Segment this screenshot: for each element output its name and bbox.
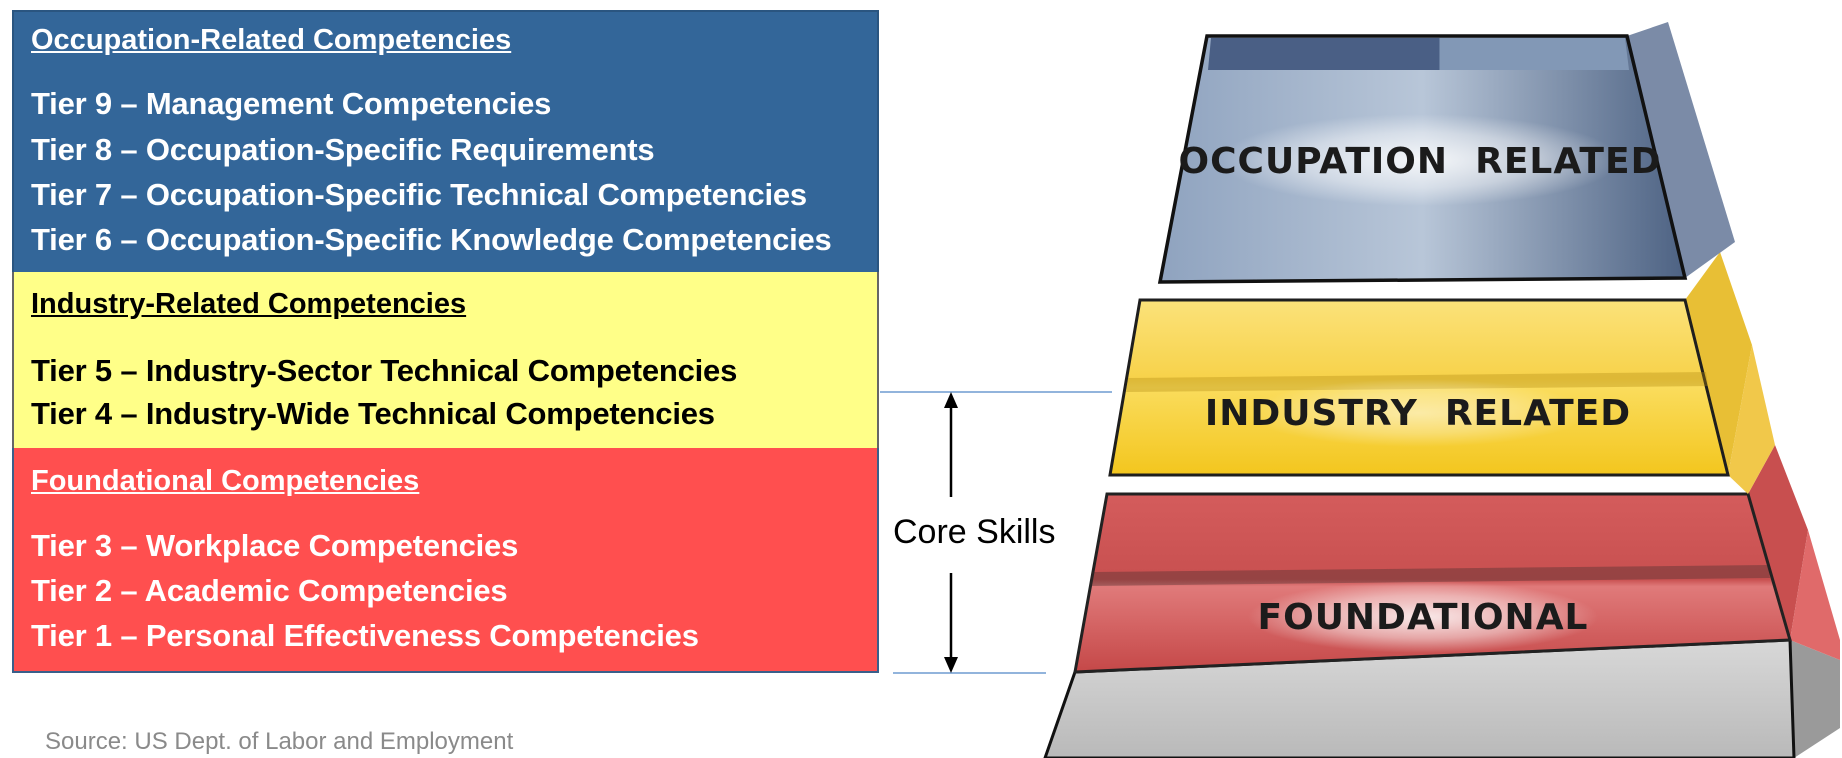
core-skills-label: Core Skills: [893, 513, 1056, 552]
tier-6: Tier 6 – Occupation-Specific Knowledge C…: [31, 222, 832, 257]
tier-8: Tier 8 – Occupation-Specific Requirement…: [31, 132, 655, 167]
tier-5: Tier 5 – Industry-Sector Technical Compe…: [31, 353, 738, 388]
pyramid-label-occupation: OCCUPATION RELATED: [1179, 141, 1662, 182]
tier-3: Tier 3 – Workplace Competencies: [31, 528, 519, 563]
tier-2: Tier 2 – Academic Competencies: [31, 573, 508, 608]
foundational-heading: Foundational Competencies: [31, 465, 420, 497]
pyramid-industry: [1108, 252, 1775, 494]
tier-7: Tier 7 – Occupation-Specific Technical C…: [31, 177, 807, 212]
pyramid-label-foundational: FOUNDATIONAL: [1258, 597, 1589, 638]
source-note: Source: US Dept. of Labor and Employment: [45, 728, 514, 755]
pyramid-foundational: [1073, 445, 1840, 674]
industry-box: Industry-Related Competencies Tier 5 – I…: [12, 272, 879, 448]
core-skills-arrow: [944, 392, 958, 673]
tier-1: Tier 1 – Personal Effectiveness Competen…: [31, 618, 699, 653]
foundational-box: Foundational Competencies Tier 3 – Workp…: [12, 448, 879, 673]
occupation-heading: Occupation-Related Competencies: [31, 24, 512, 56]
tier-4: Tier 4 – Industry-Wide Technical Compete…: [31, 396, 715, 431]
pyramid-label-industry: INDUSTRY RELATED: [1205, 393, 1631, 434]
pyramid-occupation: [1157, 22, 1735, 284]
tier-9: Tier 9 – Management Competencies: [31, 86, 552, 121]
occupation-box: Occupation-Related Competencies Tier 9 –…: [12, 10, 879, 272]
industry-heading: Industry-Related Competencies: [31, 288, 467, 320]
